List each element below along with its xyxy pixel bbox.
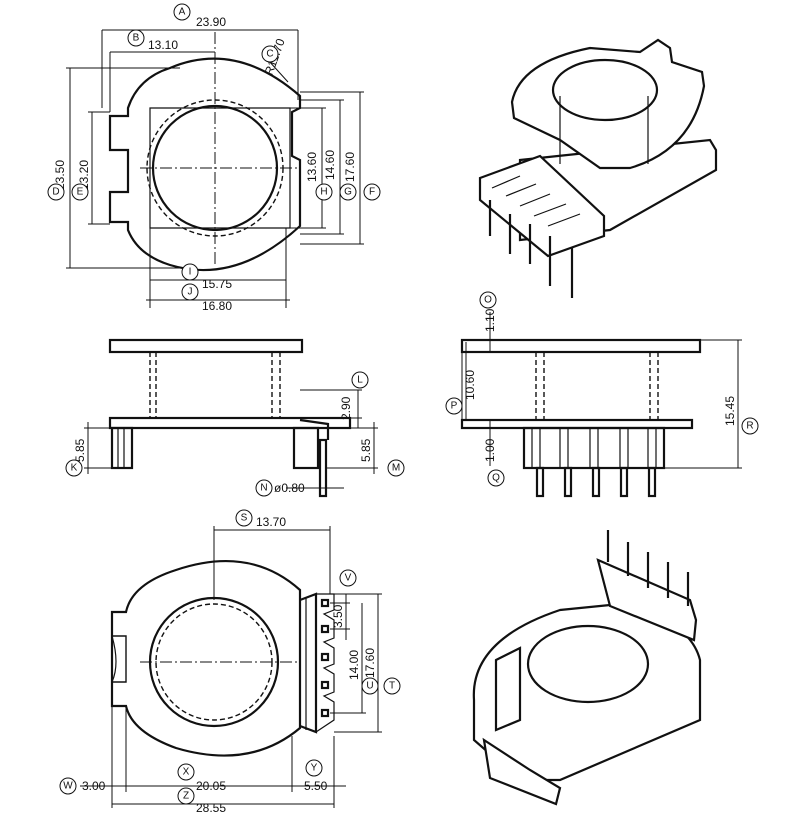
- callout-o: O: [484, 295, 492, 306]
- side-view: 2.90 5.85 5.85 ø0.80: [73, 338, 378, 498]
- callout-w: W: [63, 781, 73, 792]
- isometric-view-top: [478, 38, 718, 298]
- dim-a-value: 23.90: [196, 15, 226, 29]
- dim-x-value: 20.05: [196, 779, 226, 793]
- callout-l: L: [357, 375, 363, 386]
- dim-y-value: 5.50: [304, 779, 328, 793]
- callout-s: S: [241, 513, 248, 524]
- top-view: 23.90 13.10 R11.70 23.50 13.20 13.60 14.…: [53, 15, 364, 313]
- callout-n: N: [260, 483, 267, 494]
- callout-r: R: [746, 421, 753, 432]
- front-pin-block: [522, 426, 666, 470]
- callout-u: U: [366, 681, 373, 692]
- callout-v: V: [345, 573, 352, 584]
- callout-y: Y: [311, 763, 318, 774]
- bottom-view-pins: [320, 598, 330, 718]
- callout-t: T: [389, 681, 395, 692]
- callout-c: C: [266, 49, 273, 60]
- callout-b: B: [133, 33, 140, 44]
- callout-a: A: [179, 7, 186, 18]
- dim-b-value: 13.10: [148, 38, 178, 52]
- callout-x: X: [183, 767, 190, 778]
- dim-j-value: 16.80: [202, 299, 232, 313]
- callout-q: Q: [492, 473, 500, 484]
- dim-l-value: 2.90: [339, 396, 353, 420]
- callout-j: J: [188, 287, 193, 298]
- dim-w-value: 3.00: [82, 779, 106, 793]
- front-view: 1.10 10.60 1.00 15.45: [460, 308, 742, 498]
- dim-v-value: 3.50: [331, 604, 345, 628]
- dim-f-value: 17.60: [343, 152, 357, 182]
- callout-m: M: [392, 463, 400, 474]
- dim-h-value: 13.60: [305, 152, 319, 182]
- callout-i: I: [189, 267, 192, 278]
- front-bottom-flange: [460, 418, 694, 430]
- dim-u-value: 14.00: [347, 650, 361, 680]
- dim-q-value: 1.00: [483, 438, 497, 462]
- bottom-view: 13.70 3.50 14.00 17.60 3.00 20.05 5.50 2…: [80, 515, 382, 815]
- callout-d: D: [52, 187, 59, 198]
- dim-e-value: 13.20: [77, 160, 91, 190]
- bottom-view-outline: [110, 560, 302, 757]
- callout-h: H: [320, 187, 327, 198]
- callout-g: G: [344, 187, 352, 198]
- dim-g-value: 14.60: [323, 150, 337, 180]
- dim-t-value: 17.60: [363, 648, 377, 678]
- side-bottom-flange: [108, 416, 352, 430]
- dim-r-value: 15.45: [723, 396, 737, 426]
- dim-z-value: 28.55: [196, 801, 226, 815]
- front-top-flange: [460, 338, 702, 354]
- callout-e: E: [77, 187, 84, 198]
- dim-p-value: 10.60: [463, 370, 477, 400]
- isometric-view-bottom: [472, 530, 702, 806]
- side-left-tab: [110, 426, 134, 470]
- callout-labels: A B C D E F G H I J K L M N O P Q R S T …: [47, 3, 759, 805]
- callout-z: Z: [183, 791, 189, 802]
- dim-k-value: 5.85: [73, 438, 87, 462]
- callout-p: P: [451, 401, 458, 412]
- side-top-flange: [108, 338, 304, 354]
- dim-o-value: 1.10: [483, 308, 497, 332]
- side-pin-block: [292, 426, 320, 470]
- callout-k: K: [71, 463, 78, 474]
- dim-m-value: 5.85: [359, 438, 373, 462]
- dim-d-value: 23.50: [53, 160, 67, 190]
- callout-f: F: [369, 187, 375, 198]
- front-pins: [531, 428, 657, 498]
- top-view-outline: [108, 57, 302, 272]
- bottom-view-pin-rail: [299, 592, 318, 734]
- dim-n-value: ø0.80: [274, 481, 305, 495]
- dim-s-value: 13.70: [256, 515, 286, 529]
- dim-i-value: 15.75: [202, 277, 232, 291]
